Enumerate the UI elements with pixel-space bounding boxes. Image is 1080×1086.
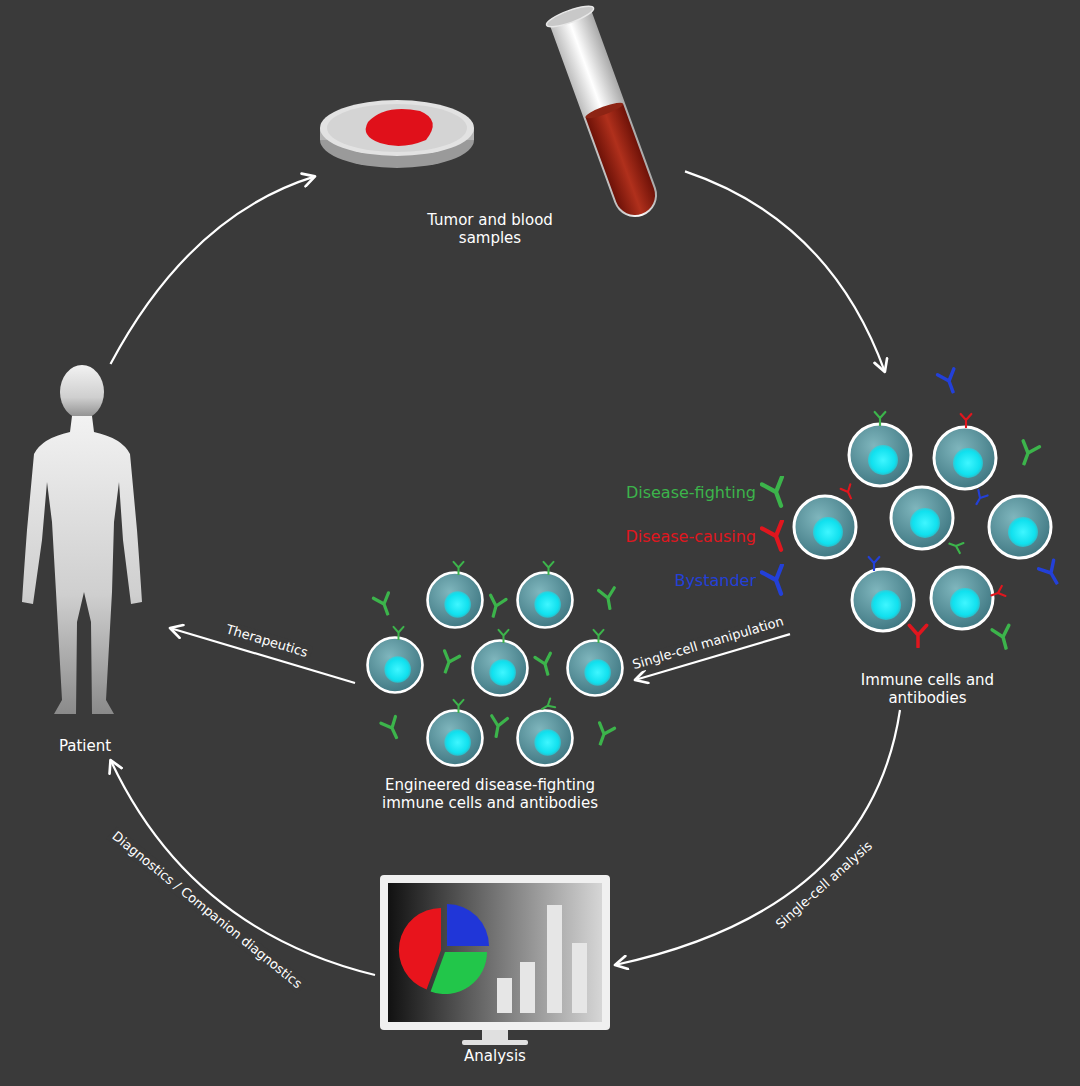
- drawing-part: [373, 562, 617, 747]
- drawing-part: [399, 908, 441, 990]
- drawing-part: [992, 625, 1014, 650]
- drawing-part: [547, 905, 562, 1013]
- legend: Disease-fightingDisease-causingBystander: [556, 470, 792, 602]
- drawing-part: [989, 496, 1051, 558]
- drawing-part: [585, 104, 660, 221]
- legend-text: Disease-fighting: [626, 483, 756, 502]
- illustration-group: Tumor and blood samples: [315, 0, 685, 252]
- drawing-part: [852, 569, 914, 631]
- cycle-arrow: [615, 710, 900, 965]
- caption: Engineered disease-fighting immune cells…: [360, 776, 620, 814]
- drawing-part: [482, 1030, 508, 1040]
- drawing-part: [875, 412, 886, 425]
- drawing-part: [549, 9, 663, 223]
- drawing-part: [518, 711, 573, 766]
- tumor-sample: [366, 109, 433, 146]
- illustration-group: Analysis: [375, 870, 615, 1070]
- drawing-part: [454, 700, 464, 713]
- drawing-part: [394, 627, 404, 640]
- drawing-part: [972, 490, 988, 507]
- drawing-part: [447, 904, 489, 946]
- drawing-part: [869, 557, 880, 570]
- caption: Tumor and blood samples: [415, 211, 565, 249]
- antibody-shape: [762, 477, 791, 508]
- antibody-swatch: [760, 564, 792, 596]
- drawing-part: [428, 573, 483, 628]
- engineered-cell-cluster: [368, 562, 623, 766]
- drawing-part: [572, 943, 587, 1013]
- edge-label: Therapeutics: [221, 621, 312, 662]
- drawing-part: [1039, 560, 1065, 587]
- drawing-part: [488, 716, 507, 738]
- drawing-part: [381, 716, 404, 741]
- drawing-part: [428, 711, 483, 766]
- petri-dish: [320, 100, 474, 168]
- legend-text: Bystander: [674, 571, 756, 590]
- drawing-part: [938, 369, 962, 395]
- patient-figure: [22, 365, 142, 714]
- drawing-part: [961, 414, 972, 427]
- drawing-part: [60, 365, 104, 419]
- illustration-group: Patient: [0, 360, 170, 760]
- drawing-part: [473, 641, 528, 696]
- drawing-part: [584, 100, 624, 121]
- drawing-part: [849, 424, 911, 486]
- legend-row: Bystander: [556, 558, 792, 602]
- drawing-part: [373, 593, 395, 617]
- cycle-arrow: [111, 176, 316, 364]
- drawing-part: [599, 588, 618, 610]
- drawing-part: [539, 699, 555, 714]
- drawing-part: [544, 562, 554, 575]
- antibody-shape: [762, 521, 791, 552]
- illustration-group: Engineered disease-fighting immune cells…: [355, 565, 635, 815]
- drawing-part: [518, 573, 573, 628]
- caption: Analysis: [464, 1047, 526, 1066]
- drawing-part: [1016, 441, 1040, 467]
- drawing-part: [462, 1040, 528, 1045]
- legend-row: Disease-causing: [556, 514, 792, 558]
- drawing-part: [499, 630, 509, 643]
- drawing-part: [520, 962, 535, 1013]
- drawing-part: [594, 630, 604, 643]
- drawing-part: [388, 883, 602, 1022]
- drawing-part: [891, 487, 953, 549]
- drawing-part: [485, 595, 506, 618]
- drawing-part: [497, 978, 512, 1013]
- drawing-part: [934, 427, 996, 489]
- antibody-swatch: [760, 476, 792, 508]
- drawing-part: [22, 416, 142, 714]
- drawing-part: [794, 496, 856, 558]
- drawing-part: [947, 538, 963, 553]
- edge-label: Single-cell analysis: [770, 836, 877, 934]
- caption: Patient: [59, 737, 111, 756]
- caption: Immune cells and antibodies: [860, 671, 995, 709]
- antibody-swatch: [760, 520, 792, 552]
- illustration-group: Immune cells and antibodies: [790, 365, 1065, 710]
- drawing-part: [327, 104, 467, 152]
- drawing-part: [431, 952, 487, 994]
- immune-cell-cluster: [794, 369, 1064, 651]
- drawing-part: [545, 2, 596, 30]
- cycle-arrow: [685, 171, 885, 372]
- blood-tube: [545, 2, 667, 224]
- drawing-part: [368, 638, 423, 693]
- drawing-part: [535, 653, 556, 676]
- drawing-part: [909, 625, 926, 647]
- drawing-part: [320, 100, 474, 156]
- legend-row: Disease-fighting: [556, 470, 792, 514]
- drawing-part: [989, 586, 1005, 601]
- analysis-monitor: [380, 875, 610, 1045]
- drawing-part: [438, 651, 460, 675]
- drawing-part: [593, 723, 615, 747]
- drawing-part: [380, 875, 610, 1030]
- drawing-part: [568, 641, 623, 696]
- drawing-part: [931, 567, 993, 629]
- edge-label: Diagnostics / Companion diagnostics: [107, 827, 308, 994]
- drawing-part: [454, 562, 464, 575]
- legend-text: Disease-causing: [625, 527, 756, 546]
- antibody-shape: [762, 565, 791, 596]
- drawing-part: [841, 484, 856, 501]
